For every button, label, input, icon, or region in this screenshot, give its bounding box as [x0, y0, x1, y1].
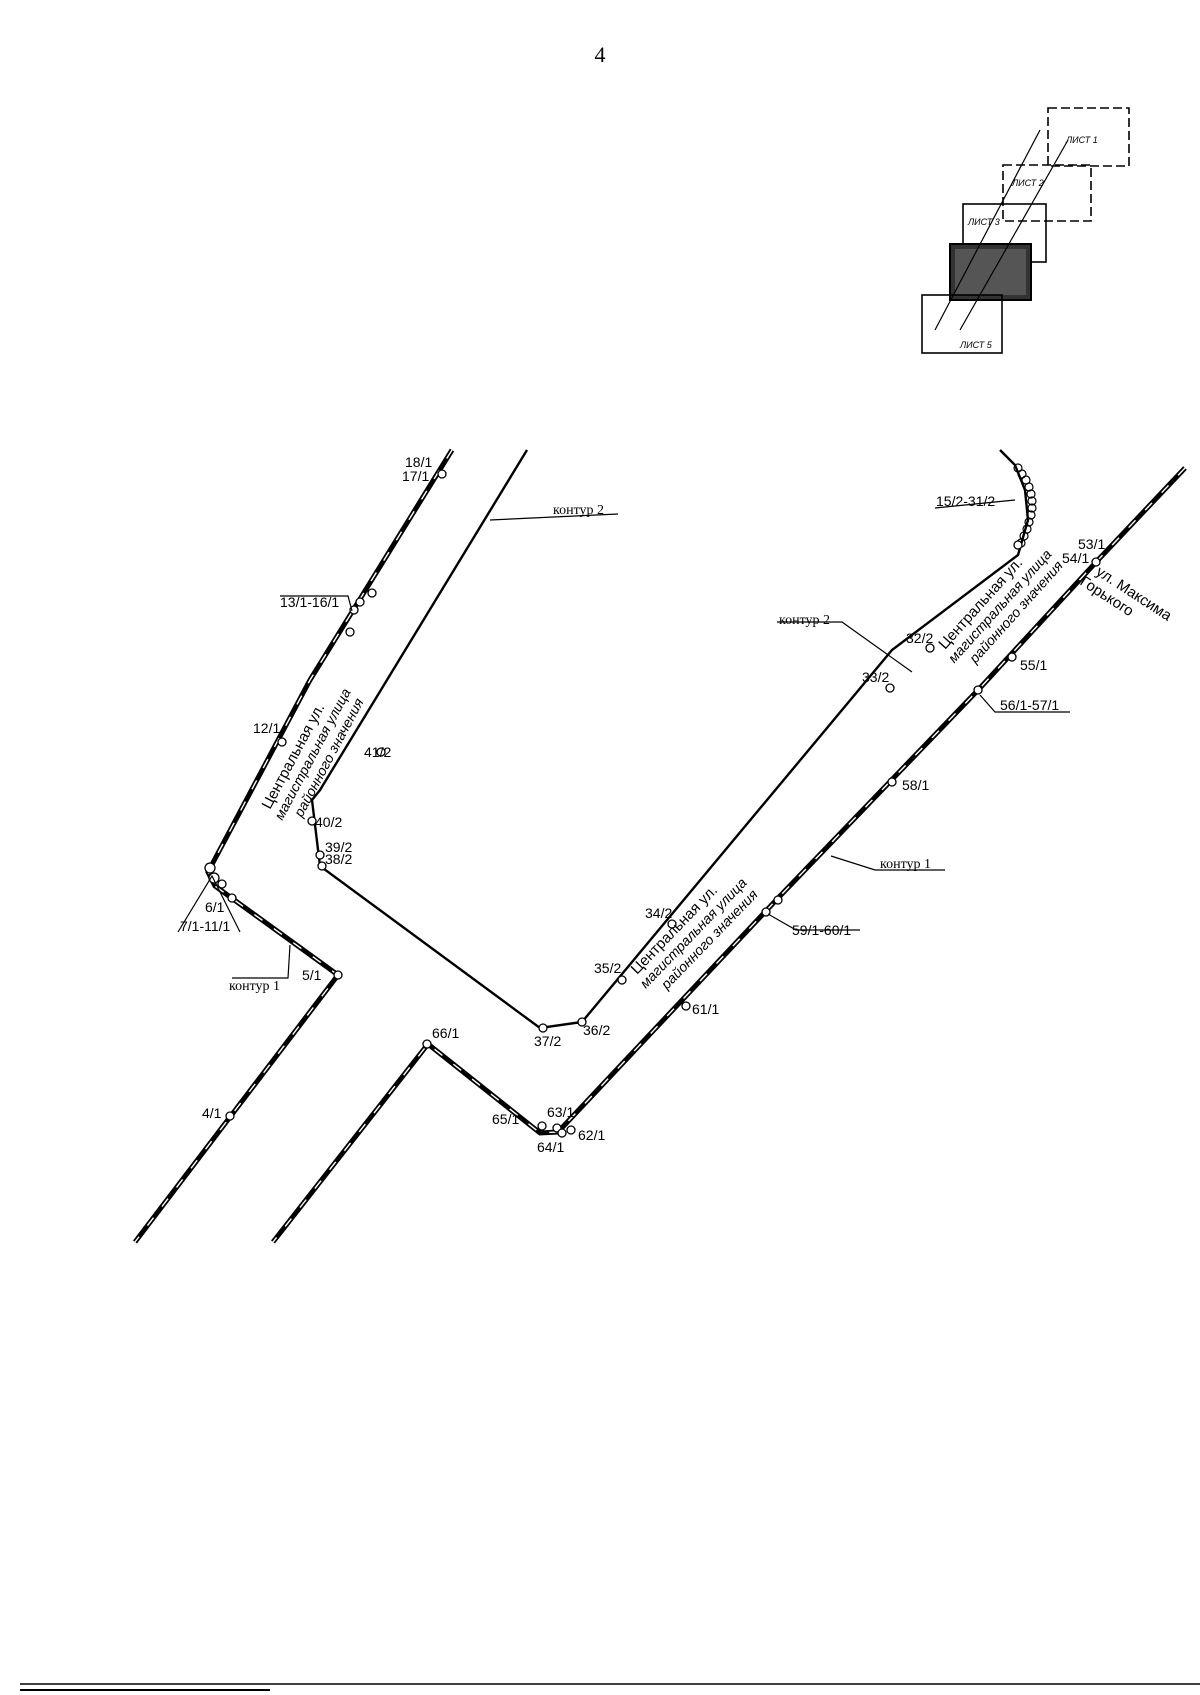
point-label-41-2: 41/2	[364, 744, 391, 760]
street-central-south-line2: магистральная улица	[636, 874, 749, 991]
point-label-37-2: 37/2	[534, 1033, 561, 1049]
point-label-12-1: 12/1	[253, 720, 280, 736]
point-label-61-1: 61/1	[692, 1001, 719, 1017]
sheet-index-map: ЛИСТ 1 ЛИСТ 2 ЛИСТ 3 ЛИСТ 5	[921, 107, 1130, 354]
point-label-59-60: 59/1-60/1	[792, 922, 851, 938]
point-label-63-1: 63/1	[547, 1104, 574, 1120]
point-label-36-2: 36/2	[583, 1022, 610, 1038]
point-label-55-1: 55/1	[1020, 657, 1047, 673]
point-label-13-16: 13/1-16/1	[280, 594, 339, 610]
contour-2-label-right: контур 2	[779, 613, 830, 628]
contour-1-label-left: контур 1	[229, 979, 280, 994]
point-label-32-2: 32/2	[906, 630, 933, 646]
point-label-58-1: 58/1	[902, 777, 929, 793]
street-label-central-south: Центральная ул. магистральная улица райо…	[628, 874, 761, 992]
point-label-5-1: 5/1	[302, 967, 322, 983]
point-label-56-57: 56/1-57/1	[1000, 697, 1059, 713]
point-label-65-1: 65/1	[492, 1111, 519, 1127]
point-label-6-1: 6/1	[205, 899, 225, 915]
point-label-17-1: 17/1	[402, 468, 429, 484]
point-label-40-2: 40/2	[315, 814, 342, 830]
point-label-33-2: 33/2	[862, 669, 889, 685]
point-label-18-1: 18/1	[405, 454, 432, 470]
street-label-central-east: Центральная ул. магистральная улица райо…	[935, 546, 1066, 667]
point-labels: 18/1 17/1 13/1-16/1 12/1 41/2 40/2 39/2 …	[180, 454, 1105, 1155]
point-label-53-1: 53/1	[1078, 536, 1105, 552]
point-label-54-1: 54/1	[1062, 550, 1089, 566]
point-markers	[204, 469, 1101, 1138]
street-central-east-line2: магистральная улица	[945, 546, 1055, 666]
sheet-label-5: ЛИСТ 5	[959, 340, 993, 350]
point-label-15-31: 15/2-31/2	[936, 493, 995, 509]
point-label-34-2: 34/2	[645, 905, 672, 921]
point-label-64-1: 64/1	[537, 1139, 564, 1155]
page-number: 4	[594, 42, 606, 67]
point-label-38-2: 38/2	[325, 851, 352, 867]
footer-rule	[20, 1683, 1200, 1691]
arc-points-15-31	[1013, 463, 1037, 548]
point-label-35-2: 35/2	[594, 960, 621, 976]
sheet-label-3: ЛИСТ 3	[967, 217, 1000, 227]
contour-2-boundary	[310, 449, 1030, 1030]
contour-2-label-top: контур 2	[553, 503, 604, 518]
sheet-label-1: ЛИСТ 1	[1065, 135, 1098, 145]
point-label-4-1: 4/1	[202, 1105, 222, 1121]
point-label-62-1: 62/1	[578, 1127, 605, 1143]
point-label-7-11: 7/1-11/1	[180, 918, 231, 934]
street-label-gorky: ул. Максима Горького	[1077, 563, 1175, 625]
contour-1-label-right: контур 1	[880, 857, 931, 872]
point-label-66-1: 66/1	[432, 1025, 459, 1041]
sheet-label-2: ЛИСТ 2	[1011, 178, 1044, 188]
leader-lines	[177, 499, 1070, 979]
point-label-39-2: 39/2	[325, 839, 352, 855]
